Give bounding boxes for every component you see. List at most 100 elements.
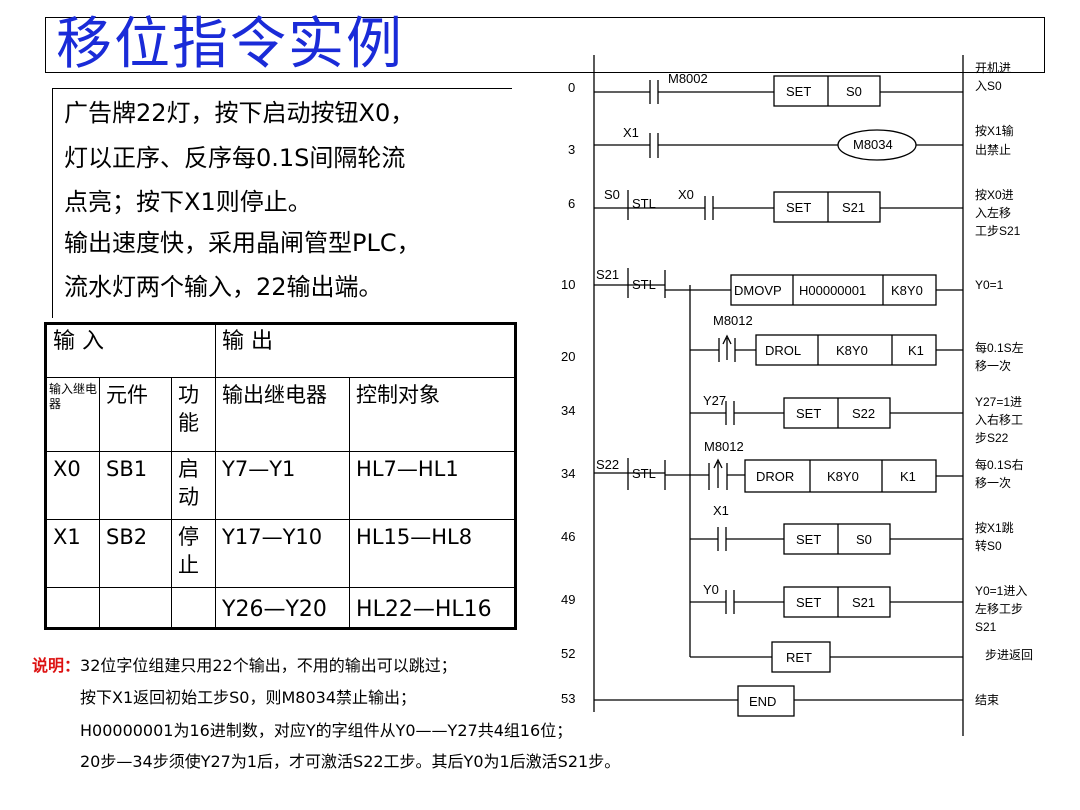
rung-6: S0 STL X0 SET S21 [594, 187, 963, 223]
operand-label: K8Y0 [891, 283, 923, 298]
comment: 移一次 [975, 359, 1011, 373]
comment: 按X1输 [975, 123, 1014, 138]
cell-control: HL7—HL1 [349, 451, 517, 520]
comment: 结束 [975, 693, 999, 707]
col-function: 功能 [170, 377, 217, 452]
header-input: 输 入 [44, 323, 217, 378]
instruction-label: SET [796, 595, 821, 610]
stl-label: STL [632, 466, 656, 481]
note-prefix: 说明： [32, 656, 81, 675]
rung-20: M8012 DROL K8Y0 K1 [690, 313, 963, 366]
comment: Y0=1 [975, 278, 1004, 292]
contact-label: S0 [604, 187, 620, 202]
instruction-label: DROR [756, 469, 794, 484]
rung-comments: 开机进 入S0 按X1输 出禁止 按X0进 入左移 工步S21 Y0=1 每0.… [975, 61, 1033, 707]
description-line: 点亮；按下X1则停止。 [64, 188, 312, 216]
note-line: H00000001为16进制数，对应Y的字组件从Y0——Y27共4组16位； [80, 721, 573, 740]
step-number: 52 [561, 646, 575, 661]
contact-label: S22 [596, 457, 619, 472]
note-text: 32位字位组建只用22个输出，不用的输出可以跳过； [80, 656, 457, 675]
note-line: 说明：32位字位组建只用22个输出，不用的输出可以跳过； [32, 656, 457, 676]
contact-label: Y27 [703, 393, 726, 408]
rung-49: Y0 SET S21 [690, 582, 963, 618]
contact-label: M8012 [713, 313, 753, 328]
cell-output: Y17—Y10 [215, 519, 351, 588]
rung-10: S21 STL DMOVP H00000001 K8Y0 [594, 267, 963, 306]
cell-output: Y7—Y1 [215, 451, 351, 520]
rung-0: M8002 SET S0 [594, 71, 963, 107]
rung-53: END [594, 685, 963, 717]
comment: 步S22 [975, 431, 1009, 445]
description-line: 流水灯两个输入，22输出端。 [64, 273, 383, 301]
operand-label: S22 [852, 406, 875, 421]
rung-3: X1 M8034 [594, 125, 963, 161]
comment: 每0.1S右 [975, 457, 1024, 472]
step-number: 46 [561, 529, 575, 544]
operand-label: K1 [908, 343, 924, 358]
contact-label: Y0 [703, 582, 719, 597]
operand-label: K8Y0 [827, 469, 859, 484]
operand-label: K8Y0 [836, 343, 868, 358]
comment: 左移工步 [975, 601, 1023, 616]
cell-function: 启动 [170, 451, 217, 520]
col-input-relay: 输入继电器 [45, 377, 100, 452]
step-number: 6 [568, 196, 575, 211]
description-line: 灯以正序、反序每0.1S间隔轮流 [64, 144, 406, 172]
title-frame [45, 17, 1045, 73]
instruction-label: RET [786, 650, 812, 665]
contact-label: M8002 [668, 71, 708, 86]
step-number: 10 [561, 277, 575, 292]
instruction-label: SET [786, 200, 811, 215]
description-line: 广告牌22灯，按下启动按钮X0， [64, 99, 415, 127]
note-line: 按下X1返回初始工步S0，则M8034禁止输出； [80, 688, 417, 707]
col-control-object: 控制对象 [349, 377, 517, 452]
contact-label: S21 [596, 267, 619, 282]
step-number: 34 [561, 403, 575, 418]
io-allocation-table: 输 入 输 出 输入继电器 元件 功能 输出继电器 控制对象 X0 SB1 启动… [44, 322, 518, 630]
stl-label: STL [632, 196, 656, 211]
col-element: 元件 [99, 377, 172, 452]
contact-label: X1 [713, 503, 729, 518]
instruction-label: END [749, 694, 776, 709]
comment: 入右移工 [975, 412, 1023, 427]
comment: 按X1跳 [975, 521, 1014, 535]
note-line: 20步—34步须使Y27为1后，才可激活S22工步。其后Y0为1后激活S21步。 [80, 752, 621, 771]
instruction-label: SET [796, 532, 821, 547]
comment: 入S0 [975, 79, 1002, 93]
comment: Y27=1进 [975, 395, 1022, 409]
step-number: 20 [561, 349, 575, 364]
operand-label: S21 [852, 595, 875, 610]
comment: 按X0进 [975, 188, 1014, 202]
rung-34a: Y27 SET S22 [690, 393, 963, 429]
cell-element [99, 587, 172, 629]
instruction-label: DROL [765, 343, 801, 358]
cell-relay: X0 [45, 451, 100, 520]
cell-element: SB1 [99, 451, 172, 520]
rung-52: RET [690, 641, 963, 673]
comment: 出禁止 [975, 143, 1011, 157]
operand-label: S0 [846, 84, 862, 99]
cell-element: SB2 [99, 519, 172, 588]
step-numbers: 0 3 6 10 20 34 34 46 49 52 53 [561, 80, 575, 706]
operand-label: H00000001 [799, 283, 866, 298]
comment: 工步S21 [975, 224, 1021, 238]
contact-label: M8012 [704, 439, 744, 454]
step-number: 3 [568, 142, 575, 157]
cell-control: HL22—HL16 [349, 587, 517, 629]
instruction-label: SET [796, 406, 821, 421]
comment: 开机进 [975, 61, 1011, 75]
header-output: 输 出 [215, 323, 517, 378]
comment: 步进返回 [985, 648, 1033, 662]
cell-function [170, 587, 217, 629]
col-output-relay: 输出继电器 [215, 377, 351, 452]
comment: 移一次 [975, 476, 1011, 490]
comment: 每0.1S左 [975, 340, 1024, 355]
table-row: Y26—Y20 HL22—HL16 [45, 587, 517, 629]
cell-output: Y26—Y20 [215, 587, 351, 629]
rung-46: X1 SET S0 [690, 503, 963, 555]
contact-label: X1 [623, 125, 639, 140]
step-number: 0 [568, 80, 575, 95]
description-line: 输出速度快，采用晶闸管型PLC， [64, 229, 421, 257]
cell-function: 停止 [170, 519, 217, 588]
